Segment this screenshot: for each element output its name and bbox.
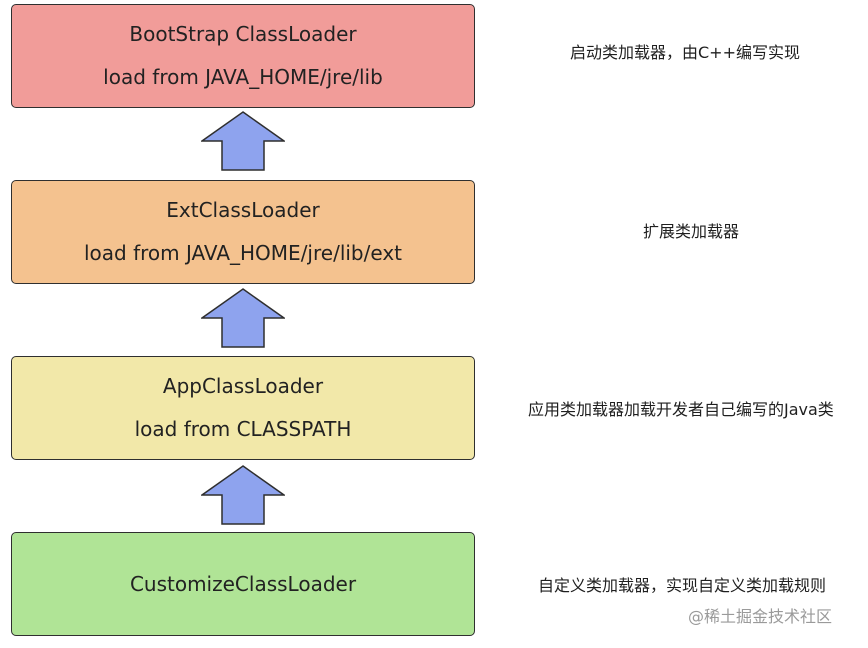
up-arrow-icon bbox=[201, 465, 285, 525]
up-arrow-icon bbox=[201, 111, 285, 171]
bootstrap-classloader-box: BootStrap ClassLoader load from JAVA_HOM… bbox=[11, 4, 475, 108]
ext-classloader-title: ExtClassLoader bbox=[166, 198, 320, 222]
bootstrap-classloader-title: BootStrap ClassLoader bbox=[129, 22, 357, 46]
customize-classloader-box: CustomizeClassLoader bbox=[11, 532, 475, 636]
bootstrap-classloader-note: 启动类加载器，由C++编写实现 bbox=[570, 43, 800, 62]
app-classloader-source: load from CLASSPATH bbox=[134, 417, 352, 441]
bootstrap-classloader-source: load from JAVA_HOME/jre/lib bbox=[103, 65, 383, 89]
app-classloader-title: AppClassLoader bbox=[162, 374, 324, 398]
watermark: @稀土掘金技术社区 bbox=[688, 607, 833, 626]
customize-classloader-title: CustomizeClassLoader bbox=[129, 571, 357, 596]
customize-classloader-note: 自定义类加载器，实现自定义类加载规则 bbox=[538, 576, 827, 595]
app-classloader-box: AppClassLoader load from CLASSPATH bbox=[11, 356, 475, 460]
app-classloader-note: 应用类加载器加载开发者自己编写的Java类 bbox=[528, 400, 834, 419]
ext-classloader-box: ExtClassLoader load from JAVA_HOME/jre/l… bbox=[11, 180, 475, 284]
up-arrow-icon bbox=[201, 288, 285, 348]
ext-classloader-note: 扩展类加载器 bbox=[643, 222, 740, 241]
ext-classloader-source: load from JAVA_HOME/jre/lib/ext bbox=[83, 241, 402, 265]
